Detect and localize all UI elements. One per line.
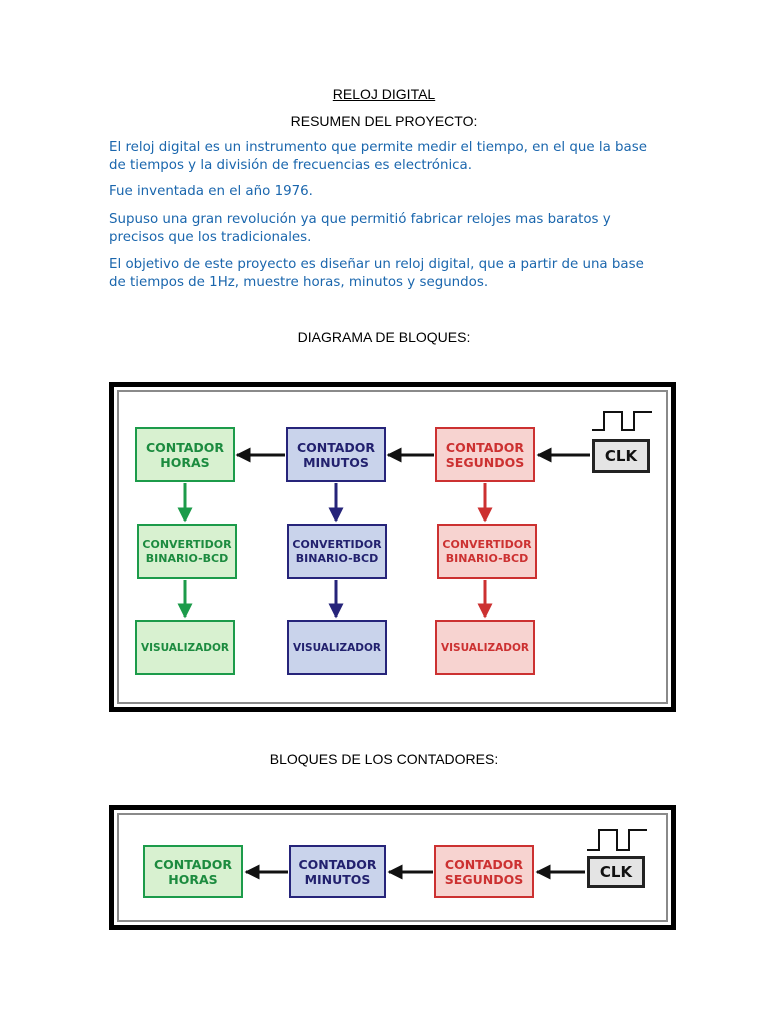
paragraph-revolution: Supuso una gran revolución ya que permit… <box>109 212 611 245</box>
block-contador-minutos: CONTADOR MINUTOS <box>286 427 386 482</box>
paragraph-objective: El objetivo de este proyecto es diseñar … <box>109 257 644 290</box>
paragraph-definition: El reloj digital es un instrumento que p… <box>109 140 647 173</box>
block-contador-horas: CONTADOR HORAS <box>135 427 235 482</box>
block-visualizador-minutos: VISUALIZADOR <box>287 620 387 675</box>
block-visualizador-segundos: VISUALIZADOR <box>435 620 535 675</box>
paragraph-invention-year: Fue inventada en el año 1976. <box>109 184 313 199</box>
counters-block-contador-segundos: CONTADOR SEGUNDOS <box>434 845 534 898</box>
block-contador-segundos: CONTADOR SEGUNDOS <box>435 427 535 482</box>
counters-block-contador-horas: CONTADOR HORAS <box>143 845 243 898</box>
counters-heading: BLOQUES DE LOS CONTADORES: <box>269 751 499 767</box>
block-convertidor-horas: CONVERTIDOR BINARIO-BCD <box>137 524 237 579</box>
block-convertidor-minutos: CONVERTIDOR BINARIO-BCD <box>287 524 387 579</box>
summary-heading: RESUMEN DEL PROYECTO: <box>290 113 478 129</box>
block-visualizador-horas: VISUALIZADOR <box>135 620 235 675</box>
counters-block-clk: CLK <box>587 856 645 888</box>
diagram-heading: DIAGRAMA DE BLOQUES: <box>297 329 471 345</box>
document-title: RELOJ DIGITAL <box>332 86 436 102</box>
block-clk: CLK <box>592 439 650 473</box>
counters-block-contador-minutos: CONTADOR MINUTOS <box>289 845 386 898</box>
block-convertidor-segundos: CONVERTIDOR BINARIO-BCD <box>437 524 537 579</box>
